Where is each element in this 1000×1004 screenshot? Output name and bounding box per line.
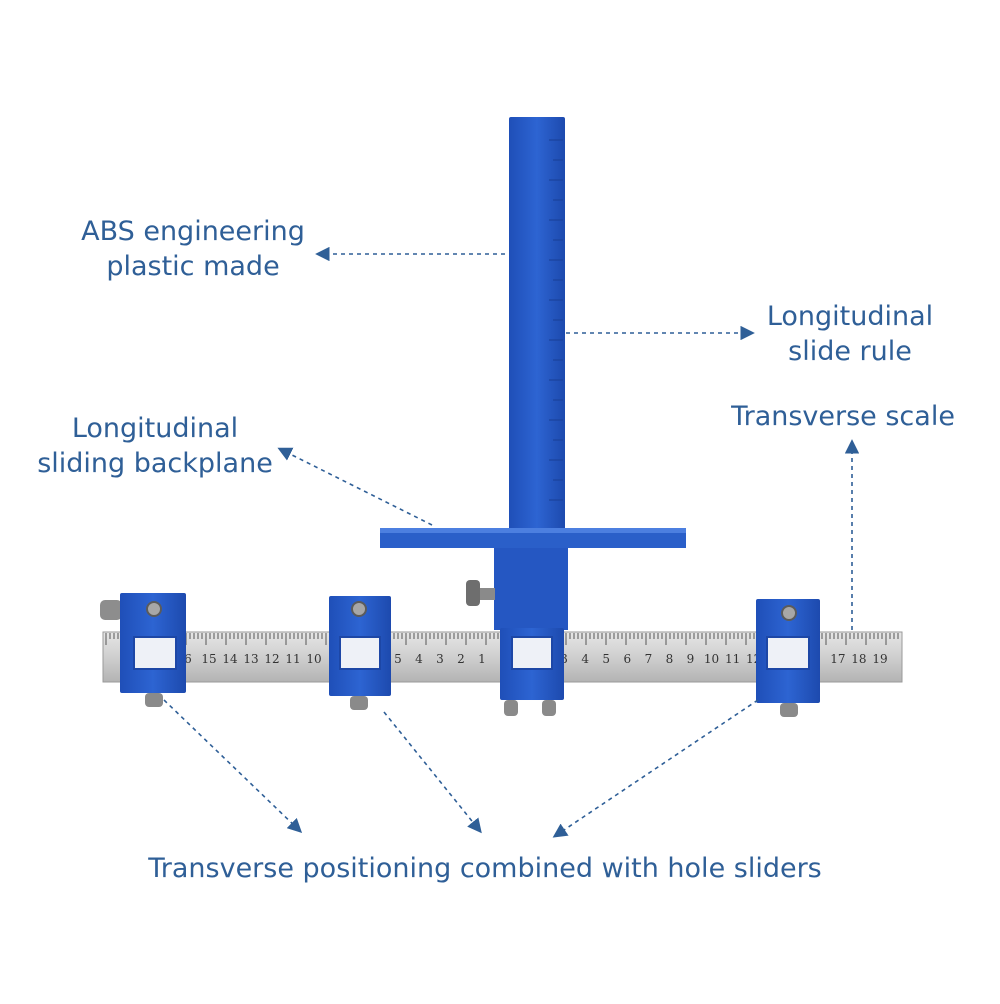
hole-slider-left bbox=[100, 593, 186, 707]
scale-number: 10 bbox=[306, 652, 321, 666]
scale-number: 2 bbox=[457, 652, 465, 666]
label-abs-line-2: plastic made bbox=[106, 250, 280, 282]
label-backplane-line-1: Longitudinal bbox=[71, 413, 239, 444]
scale-number: 7 bbox=[645, 652, 653, 666]
hole-slider-middle bbox=[329, 596, 391, 710]
slide-rule-ticks bbox=[549, 139, 563, 501]
scale-number: 8 bbox=[666, 652, 674, 666]
scale-number: 11 bbox=[725, 652, 740, 666]
scale-number: 9 bbox=[687, 652, 695, 666]
arrow-slider-left bbox=[163, 699, 303, 833]
label-transverse-scale: Transverse scale bbox=[718, 400, 968, 435]
scale-number: 19 bbox=[872, 652, 887, 666]
scale-number: 6 bbox=[184, 652, 192, 666]
scale-number: 3 bbox=[560, 652, 568, 666]
scale-number: 10 bbox=[704, 652, 719, 666]
scale-number: 4 bbox=[581, 652, 589, 666]
scale-number: 14 bbox=[222, 652, 238, 666]
arrow-backplane bbox=[277, 447, 433, 526]
label-hole-sliders-text: Transverse positioning combined with hol… bbox=[148, 853, 822, 884]
label-backplane-line-2: sliding backplane bbox=[37, 447, 273, 479]
scale-number: 11 bbox=[285, 652, 300, 666]
scale-number: 3 bbox=[436, 652, 444, 666]
scale-number: 5 bbox=[602, 652, 610, 666]
arrow-slider-right bbox=[552, 699, 759, 838]
scale-number: 15 bbox=[201, 652, 216, 666]
scale-number: 4 bbox=[415, 652, 423, 666]
scale-number: 12 bbox=[264, 652, 279, 666]
scale-number: 17 bbox=[830, 652, 845, 666]
scale-number: 6 bbox=[623, 652, 631, 666]
label-slide-rule-line-2: slide rule bbox=[788, 335, 912, 367]
sliding-backplane bbox=[380, 530, 686, 548]
hole-slider-right bbox=[756, 599, 820, 717]
longitudinal-slide-rule bbox=[509, 117, 565, 537]
label-backplane: Longitudinal sliding backplane bbox=[20, 412, 290, 481]
label-abs-plastic: ABS engineering plastic made bbox=[58, 215, 328, 284]
scale-number: 13 bbox=[243, 652, 258, 666]
label-abs-line-1: ABS engineering bbox=[81, 216, 305, 247]
arrow-slider-middle bbox=[383, 711, 482, 834]
scale-number: 1 bbox=[478, 652, 486, 666]
label-slide-rule: Longitudinal slide rule bbox=[745, 300, 955, 369]
label-slide-rule-line-1: Longitudinal bbox=[766, 301, 934, 332]
scale-number: 18 bbox=[851, 652, 866, 666]
hole-slider-center bbox=[500, 628, 564, 716]
label-transverse-scale-text: Transverse scale bbox=[731, 401, 955, 432]
label-hole-sliders: Transverse positioning combined with hol… bbox=[130, 852, 840, 887]
center-holder bbox=[494, 548, 568, 630]
scale-number: 5 bbox=[394, 652, 402, 666]
leader-arrows bbox=[163, 246, 860, 838]
